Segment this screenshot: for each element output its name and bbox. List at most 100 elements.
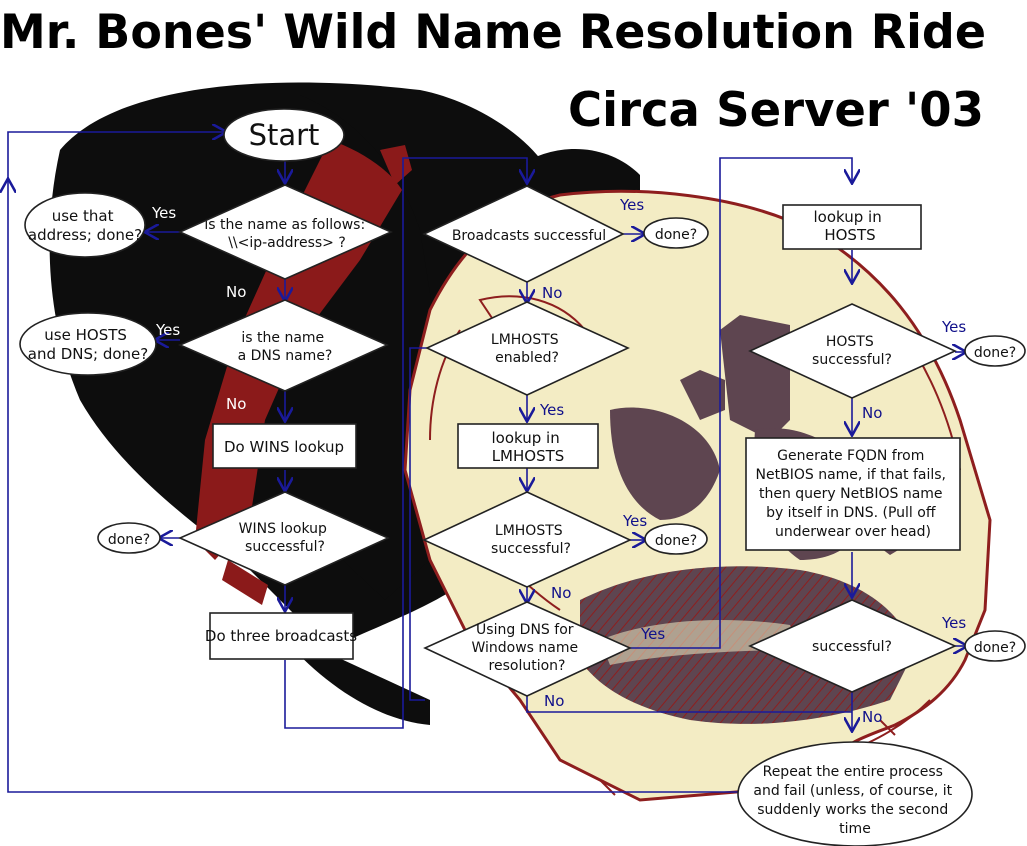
three-broadcasts-process: Do three broadcasts (205, 612, 357, 660)
wins-success-label-1: WINS lookup (239, 521, 327, 537)
label-lmhosts-success-no: No (551, 584, 571, 602)
repeat-label-1: Repeat the entire process (763, 764, 943, 780)
done-lmhosts-label: done? (655, 533, 697, 549)
svg-text:LMHOSTS enabled?: LMHOSTS enabled? (491, 332, 563, 366)
use-hosts-dns-label-2: and DNS; done? (28, 345, 149, 363)
lmhosts-enabled-decision: LMHOSTS enabled? (425, 301, 630, 396)
label-wins-yes: Yes (157, 509, 182, 527)
start-node: Start (223, 108, 345, 162)
lmhosts-success-label-2: successful? (491, 541, 571, 557)
done-wins-terminal: done? (97, 522, 161, 554)
done-wins-label: done? (108, 532, 150, 548)
dns-success-label: successful? (812, 639, 892, 655)
use-address-label-1: use that (52, 207, 114, 225)
repeat-label-4: time (839, 821, 871, 837)
fqdn-label-5: underwear over head) (775, 524, 931, 540)
generate-fqdn-process: Generate FQDN from NetBIOS name, if that… (745, 437, 961, 551)
svg-text:Using DNS for Windows na: Using DNS for Windows name resolution? (471, 622, 582, 674)
label-broadcast-yes: Yes (619, 196, 644, 214)
svg-text:Generate FQDN from NetBI: Generate FQDN from NetBIOS name, if that… (756, 448, 951, 540)
svg-text:WINS lookup successful?: WINS lookup successful? (239, 521, 332, 555)
edge-using-dns-no (526, 695, 852, 713)
done-broadcast-label: done? (655, 227, 697, 243)
dns-check-decision: is the name a DNS name? (177, 299, 389, 392)
label-dns-success-yes: Yes (941, 614, 966, 632)
svg-text:Repeat the entire process: Repeat the entire process and fail (unle… (753, 764, 956, 837)
ip-check-label-2: \\<ip-address> ? (228, 235, 346, 251)
label-dns-no: No (226, 395, 246, 413)
wins-success-label-2: successful? (245, 539, 325, 555)
edge-lmhosts-enabled-no (409, 347, 427, 701)
label-dns-yes: Yes (155, 321, 180, 339)
label-lmhosts-enabled-yes: Yes (539, 401, 564, 419)
done-dns-label: done? (974, 640, 1016, 656)
svg-text:lookup in HOSTS: lookup in HOSTS (814, 208, 887, 244)
three-broadcasts-label: Do three broadcasts (205, 627, 357, 645)
lmhosts-success-label-1: LMHOSTS (495, 523, 563, 539)
label-broadcast-no: No (542, 284, 562, 302)
using-dns-label-2: Windows name (471, 640, 578, 656)
lookup-hosts-label-1: lookup in (814, 208, 882, 226)
broadcast-success-label: Broadcasts successful (452, 228, 606, 244)
done-broadcast-terminal: done? (643, 217, 709, 249)
dns-check-label-1: is the name (241, 330, 324, 346)
svg-text:use HOSTS and DNS; done?: use HOSTS and DNS; done? (28, 326, 149, 363)
dns-success-decision: successful? (748, 599, 957, 693)
done-dns-terminal: done? (964, 630, 1026, 662)
svg-text:lookup in LMHOSTS: lookup in LMHOSTS (492, 429, 565, 465)
using-dns-decision: Using DNS for Windows name resolution? (423, 601, 632, 697)
hosts-success-label-2: successful? (812, 352, 892, 368)
hosts-success-decision: HOSTS successful? (748, 303, 957, 399)
repeat-label-2: and fail (unless, of course, it (753, 783, 952, 799)
svg-text:is the name as follows:: is the name as follows: \\<ip-address> ? (204, 217, 369, 251)
fqdn-label-1: Generate FQDN from (777, 448, 924, 464)
edge-using-dns-yes (630, 157, 852, 649)
lmhosts-success-decision: LMHOSTS successful? (422, 491, 632, 588)
label-dns-success-no: No (862, 708, 882, 726)
broadcast-success-decision: Broadcasts successful (422, 185, 625, 283)
wins-lookup-process: Do WINS lookup (212, 423, 357, 469)
done-hosts-label: done? (974, 345, 1016, 361)
diagram-title-line-2: Circa Server '03 (568, 83, 984, 138)
label-using-dns-yes: Yes (640, 625, 665, 643)
repeat-terminal: Repeat the entire process and fail (unle… (737, 741, 973, 846)
lookup-lmhosts-label-1: lookup in (492, 429, 560, 447)
edge-repeat-to-start (8, 180, 738, 793)
wins-success-decision: WINS lookup successful? (178, 491, 390, 586)
edge-broadcasts-to-check (284, 157, 527, 729)
svg-text:HOSTS successful?: HOSTS successful? (812, 334, 892, 368)
svg-text:is the name a DNS name?: is the name a DNS name? (238, 330, 333, 364)
lmhosts-enabled-label-2: enabled? (495, 350, 559, 366)
diagram-title-line-1: Mr. Bones' Wild Name Resolution Ride (0, 5, 986, 60)
label-ip-yes: Yes (151, 204, 176, 222)
ip-check-label-1: is the name as follows: (204, 217, 365, 233)
flow-edges (7, 132, 966, 793)
use-hosts-dns-terminal: use HOSTS and DNS; done? (19, 312, 157, 376)
edge-loop-to-start (7, 132, 225, 180)
wins-lookup-label: Do WINS lookup (224, 438, 344, 456)
using-dns-label-1: Using DNS for (476, 622, 574, 638)
label-hosts-yes: Yes (941, 318, 966, 336)
label-lmhosts-success-yes: Yes (622, 512, 647, 530)
lookup-lmhosts-label-2: LMHOSTS (492, 447, 565, 465)
label-hosts-no: No (862, 404, 882, 422)
use-address-label-2: address; done? (28, 226, 142, 244)
lmhosts-enabled-label-1: LMHOSTS (491, 332, 559, 348)
label-using-dns-no: No (544, 692, 564, 710)
repeat-label-3: suddenly works the second (757, 802, 948, 818)
svg-text:use that address; done?: use that address; done? (28, 207, 142, 244)
lookup-hosts-process: lookup in HOSTS (782, 204, 922, 250)
using-dns-label-3: resolution? (489, 658, 566, 674)
done-hosts-terminal: done? (964, 335, 1026, 367)
lookup-lmhosts-process: lookup in LMHOSTS (457, 423, 599, 469)
lookup-hosts-label-2: HOSTS (824, 226, 875, 244)
fqdn-label-3: then query NetBIOS name (759, 486, 943, 502)
edge-labels: Yes No Yes No Yes Yes No Yes Yes No Yes … (151, 196, 966, 726)
label-ip-no: No (226, 283, 246, 301)
hosts-success-label-1: HOSTS (826, 334, 874, 350)
svg-text:LMHOSTS successful?: LMHOSTS successful? (491, 523, 571, 557)
start-label: Start (249, 118, 320, 152)
fqdn-label-4: by itself in DNS. (Pull off (766, 505, 936, 521)
use-address-terminal: use that address; done? (24, 192, 146, 258)
